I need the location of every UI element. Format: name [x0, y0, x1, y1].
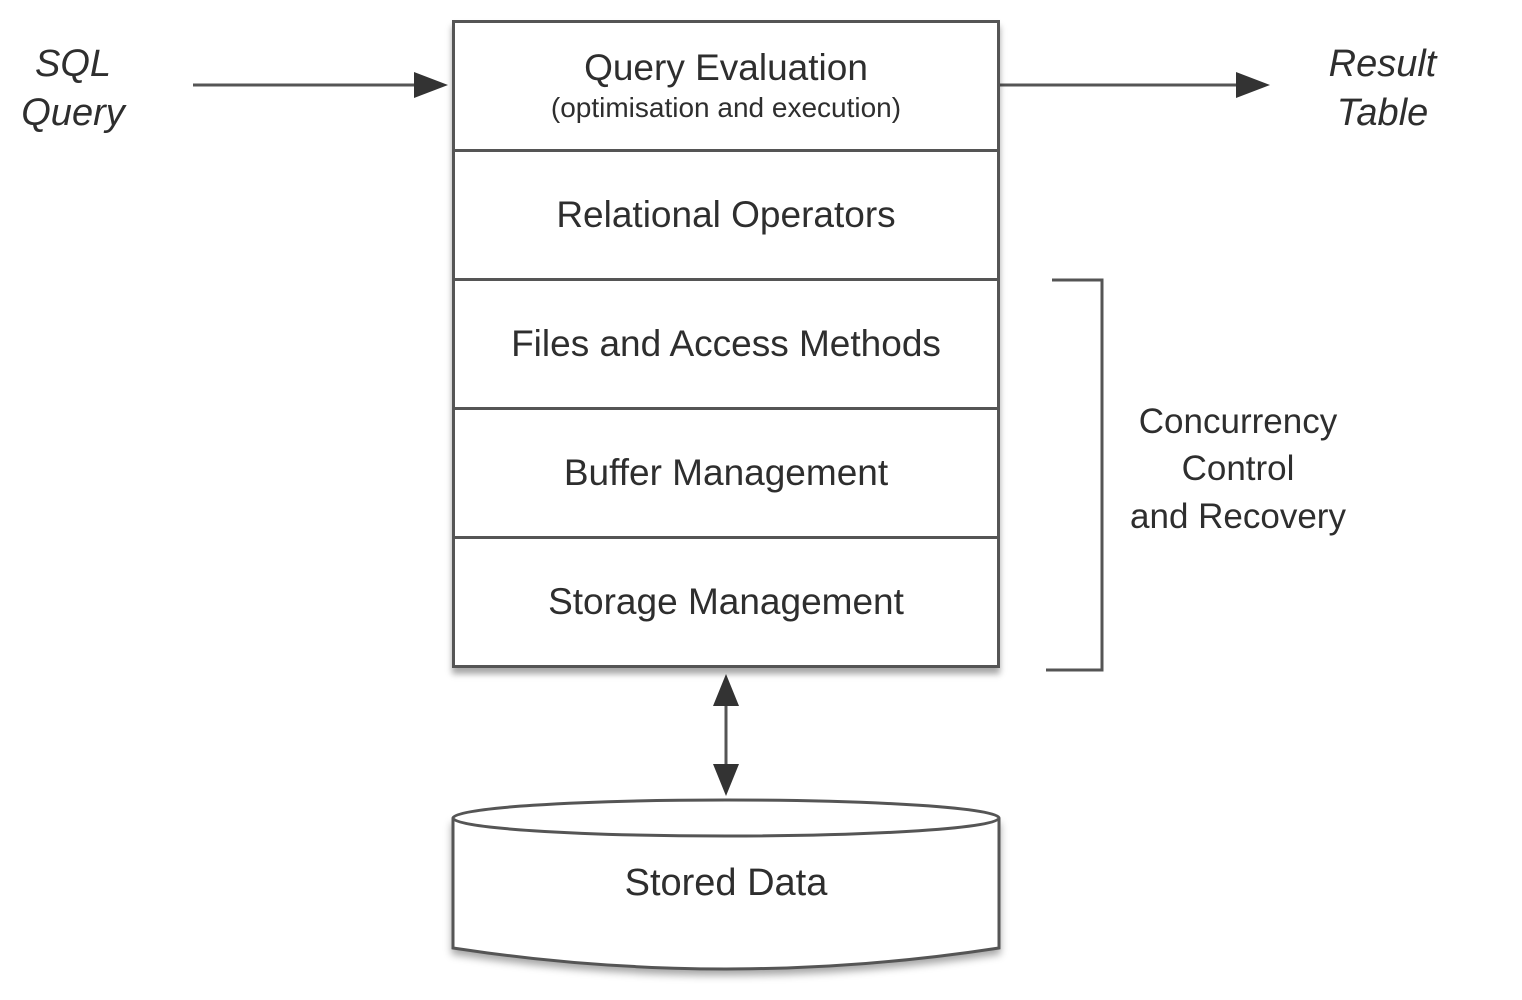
result-table-label: Result Table	[1300, 40, 1465, 139]
dbms-layer-stack: Query Evaluation (optimisation and execu…	[452, 20, 1000, 668]
concurrency-line2: Control	[1181, 449, 1295, 489]
input-arrow	[193, 72, 448, 98]
layer-title: Files and Access Methods	[511, 322, 941, 364]
layer-query-evaluation: Query Evaluation (optimisation and execu…	[455, 23, 997, 149]
layer-subtitle: (optimisation and execution)	[550, 92, 902, 124]
result-table-line1: Result	[1328, 43, 1437, 85]
concurrency-line1: Concurrency	[1138, 402, 1338, 441]
layer-title: Relational Operators	[556, 193, 896, 235]
sql-query-line2: Query	[21, 92, 125, 135]
concurrency-bracket	[1046, 278, 1104, 672]
layer-title: Storage Management	[548, 580, 904, 622]
layer-buffer-management: Buffer Management	[455, 407, 997, 536]
layer-relational-operators: Relational Operators	[455, 149, 997, 278]
output-arrow	[1000, 72, 1270, 98]
storage-double-arrow	[713, 674, 739, 796]
result-table-line2: Table	[1336, 92, 1429, 135]
database-cylinder	[451, 798, 1001, 971]
sql-query-line1: SQL	[34, 43, 112, 85]
layer-title: Buffer Management	[563, 451, 889, 493]
concurrency-control-label: Concurrency Control and Recovery	[1108, 398, 1368, 540]
sql-query-label: SQL Query	[8, 40, 138, 139]
concurrency-line3: and Recovery	[1130, 496, 1346, 536]
layer-title: Query Evaluation	[584, 46, 868, 88]
stored-data-label: Stored Data	[624, 862, 828, 904]
layer-files-access-methods: Files and Access Methods	[455, 278, 997, 407]
layer-storage-management: Storage Management	[455, 536, 997, 665]
